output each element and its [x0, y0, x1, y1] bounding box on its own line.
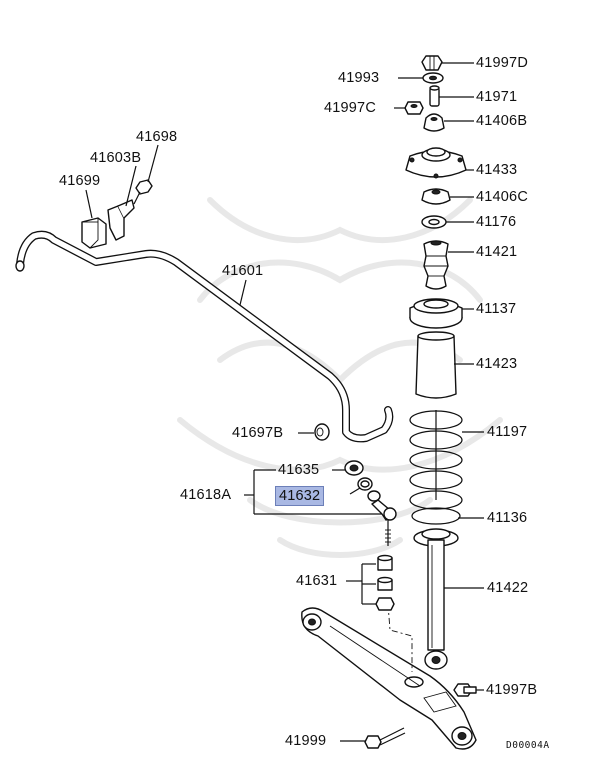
- label-41699[interactable]: 41699: [59, 173, 101, 189]
- upper-seat-41137[interactable]: [409, 298, 463, 329]
- bolt-41999[interactable]: [364, 727, 406, 749]
- lower-seat-41136[interactable]: [413, 528, 459, 547]
- coil-spring-41197[interactable]: [409, 410, 463, 525]
- bushing-41699[interactable]: [81, 217, 107, 249]
- label-41618A[interactable]: 41618A: [180, 487, 232, 503]
- ring-41632[interactable]: [357, 477, 373, 491]
- diagram-code: D00004A: [506, 740, 550, 751]
- label-41997B[interactable]: 41997B: [486, 682, 538, 698]
- bump-stop-41421[interactable]: [423, 240, 449, 290]
- label-41136[interactable]: 41136: [487, 510, 528, 526]
- dust-boot-41423[interactable]: [415, 331, 457, 399]
- washer-41176[interactable]: [421, 215, 447, 229]
- label-41997D[interactable]: 41997D: [476, 55, 528, 71]
- label-41421[interactable]: 41421: [476, 244, 518, 260]
- stabilizer-link[interactable]: [367, 490, 397, 546]
- lower-control-arm[interactable]: [301, 607, 477, 750]
- label-41423[interactable]: 41423: [476, 356, 518, 372]
- label-41698[interactable]: 41698: [136, 129, 178, 145]
- label-41197[interactable]: 41197: [487, 424, 528, 440]
- nut-41997D[interactable]: [421, 55, 443, 71]
- label-41697B[interactable]: 41697B: [232, 425, 284, 441]
- bushing-41406B[interactable]: [423, 113, 445, 132]
- strut-assembly: [404, 55, 467, 670]
- strut-mount-41433[interactable]: [405, 147, 467, 179]
- bolt-41997B[interactable]: [453, 683, 477, 697]
- label-41632-highlighted[interactable]: 41632: [274, 486, 325, 506]
- leader-lines: [85, 62, 484, 742]
- bolt-41698[interactable]: [133, 179, 153, 205]
- nut-41997C[interactable]: [404, 101, 424, 115]
- bracket-41603B[interactable]: [107, 199, 135, 241]
- label-41993[interactable]: 41993: [338, 70, 380, 86]
- label-41176[interactable]: 41176: [476, 214, 517, 230]
- bushing-41635[interactable]: [344, 460, 364, 476]
- bushing-41697B[interactable]: [314, 423, 330, 441]
- label-41422[interactable]: 41422: [487, 580, 529, 596]
- label-41601[interactable]: 41601: [222, 263, 264, 279]
- link-bushings-41631[interactable]: [375, 554, 395, 611]
- label-41971[interactable]: 41971: [476, 89, 518, 105]
- collar-41971[interactable]: [429, 85, 440, 107]
- label-41603B[interactable]: 41603B: [90, 150, 142, 166]
- label-41631[interactable]: 41631: [296, 573, 338, 589]
- bushing-41406C[interactable]: [421, 188, 451, 205]
- label-41406B[interactable]: 41406B: [476, 113, 528, 129]
- label-41433[interactable]: 41433: [476, 162, 518, 178]
- label-41635[interactable]: 41635: [278, 462, 320, 478]
- label-41997C[interactable]: 41997C: [324, 100, 376, 116]
- shock-absorber-41422[interactable]: [424, 539, 448, 670]
- label-41137[interactable]: 41137: [476, 301, 517, 317]
- stabilizer-bar-41601[interactable]: [15, 230, 394, 443]
- label-41406C[interactable]: 41406C: [476, 189, 528, 205]
- washer-41993[interactable]: [422, 72, 444, 84]
- label-41999[interactable]: 41999: [285, 733, 327, 749]
